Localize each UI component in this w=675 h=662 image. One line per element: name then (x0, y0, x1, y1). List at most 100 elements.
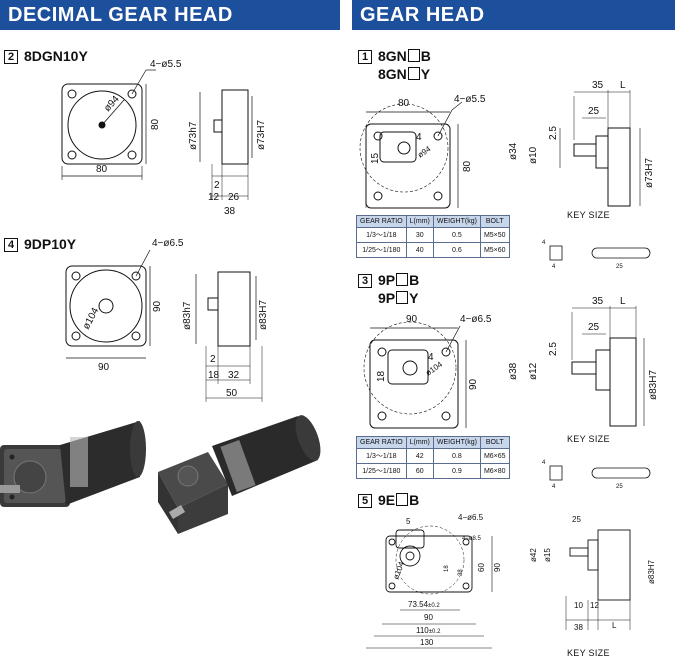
dim-holes: 4−ø5.5 (150, 59, 182, 70)
model-name: 9DP10Y (24, 236, 77, 252)
dim-12: 12 (208, 192, 220, 203)
dim-2-5: 2.5 (548, 126, 559, 140)
section-number: 1 (358, 50, 372, 64)
dim-38b: 38 (574, 623, 583, 632)
model-line1-prefix: 9P (378, 272, 396, 288)
dim-width: 90 (406, 314, 418, 325)
dim-4: 4 (428, 352, 434, 363)
dim-height: 80 (150, 118, 161, 130)
dim-60: 60 (477, 563, 486, 572)
dim-w110: 110±0.2 (416, 626, 441, 635)
dim-w90: 90 (424, 613, 433, 622)
dim-holes-2: 4−ø8.5 (462, 536, 482, 542)
dim-holes: 4−ø6.5 (152, 238, 184, 249)
dim-pilot: ø73H7 (644, 158, 655, 188)
dim-26: 26 (228, 192, 240, 203)
key-size-label: KEY SIZE (567, 648, 610, 658)
section-9p-title: 3 9P B (358, 272, 419, 288)
model-placeholder-box (396, 493, 409, 506)
dim-pilot: ø83H7 (648, 370, 659, 400)
section-9dp10y-title: 4 9DP10Y (4, 236, 76, 252)
cell: M5×60 (479, 242, 510, 258)
col-weight: WEIGHT(kg) (432, 215, 481, 228)
dim-shaft-d: ø73h7 (188, 121, 199, 150)
dim-holes: 4−ø6.5 (458, 513, 484, 522)
dim-73: 73.54±0.2 (408, 600, 440, 609)
section-number: 4 (4, 238, 18, 252)
dim-holes: 4−ø5.5 (454, 94, 486, 105)
model-line1-suffix: B (409, 492, 420, 508)
dim-2: 2 (210, 354, 216, 365)
dim-l: L (612, 621, 617, 630)
dim-l: L (620, 296, 626, 307)
cell: 40 (405, 242, 434, 258)
dim-35: 35 (592, 80, 604, 91)
section-9e-title: 5 9E B (358, 492, 419, 508)
model-placeholder-box (407, 67, 420, 80)
dim-35: 35 (592, 296, 604, 307)
dim-l: L (620, 80, 626, 91)
dim-2-5: 2.5 (548, 342, 559, 356)
cell: 1/25〜1/180 (356, 463, 407, 479)
dim-pilot: ø83H7 (647, 559, 656, 584)
section-number: 3 (358, 274, 372, 288)
section-number: 5 (358, 494, 372, 508)
col-length: L(mm) (405, 436, 434, 449)
dim-90: 90 (493, 563, 502, 572)
spec-table-8gn: GEAR RATIO L(mm) WEIGHT(kg) BOLT 1/3〜1/1… (356, 215, 510, 258)
key-w: 4 (552, 264, 556, 270)
model-line1-suffix: B (420, 48, 431, 64)
spec-table-9p: GEAR RATIO L(mm) WEIGHT(kg) BOLT 1/3〜1/1… (356, 436, 510, 479)
dim-d34: ø34 (508, 142, 519, 160)
key-size-drawing-1: 4 4 25 (542, 240, 651, 270)
model-placeholder-box (407, 49, 420, 62)
dim-d42: ø42 (529, 548, 538, 562)
cell: M6×80 (479, 463, 510, 479)
model-line2-prefix: 9P (378, 290, 396, 306)
col-length: L(mm) (405, 215, 434, 228)
model-line1-prefix: 8GN (378, 48, 407, 64)
model-line2-suffix: Y (420, 66, 431, 82)
dim-pcd: ø104 (391, 560, 406, 581)
key-h: 4 (542, 240, 546, 246)
model-placeholder-box (396, 273, 409, 286)
section-8gn-title: 1 8GN B (358, 48, 431, 64)
key-len: 25 (616, 484, 623, 490)
model-line1-suffix: B (409, 272, 420, 288)
dim-shaft: ø10 (528, 146, 539, 164)
key-w: 4 (552, 484, 556, 490)
dim-38: 38 (458, 569, 464, 576)
dim-5: 5 (406, 517, 411, 526)
dim-shaft-d: ø83h7 (182, 301, 193, 330)
dim-32: 32 (228, 370, 240, 381)
key-len: 25 (616, 264, 623, 270)
model-line1-prefix: 9E (378, 492, 396, 508)
model-name: 8DGN10Y (24, 48, 88, 64)
dim-width: 80 (96, 164, 108, 175)
dim-25: 25 (588, 106, 600, 117)
dim-12: 12 (590, 601, 599, 610)
dim-15: 15 (370, 152, 381, 164)
section-number: 2 (4, 50, 18, 64)
key-size-label: KEY SIZE (567, 210, 610, 220)
section-8dgn10y-title: 2 8DGN10Y (4, 48, 88, 64)
dim-d15: ø15 (543, 548, 552, 562)
dim-width: 80 (398, 98, 410, 109)
key-h: 4 (542, 460, 546, 466)
dim-4: 4 (416, 132, 422, 143)
dim-25: 25 (588, 322, 600, 333)
dim-2: 2 (214, 180, 220, 191)
motor-photo-angle (158, 415, 321, 534)
dim-50: 50 (226, 388, 238, 399)
dim-w130: 130 (420, 638, 434, 647)
dim-18: 18 (376, 370, 387, 382)
banner-decimal-gear-head: DECIMAL GEAR HEAD (0, 0, 340, 30)
dim-height: 90 (152, 300, 163, 312)
